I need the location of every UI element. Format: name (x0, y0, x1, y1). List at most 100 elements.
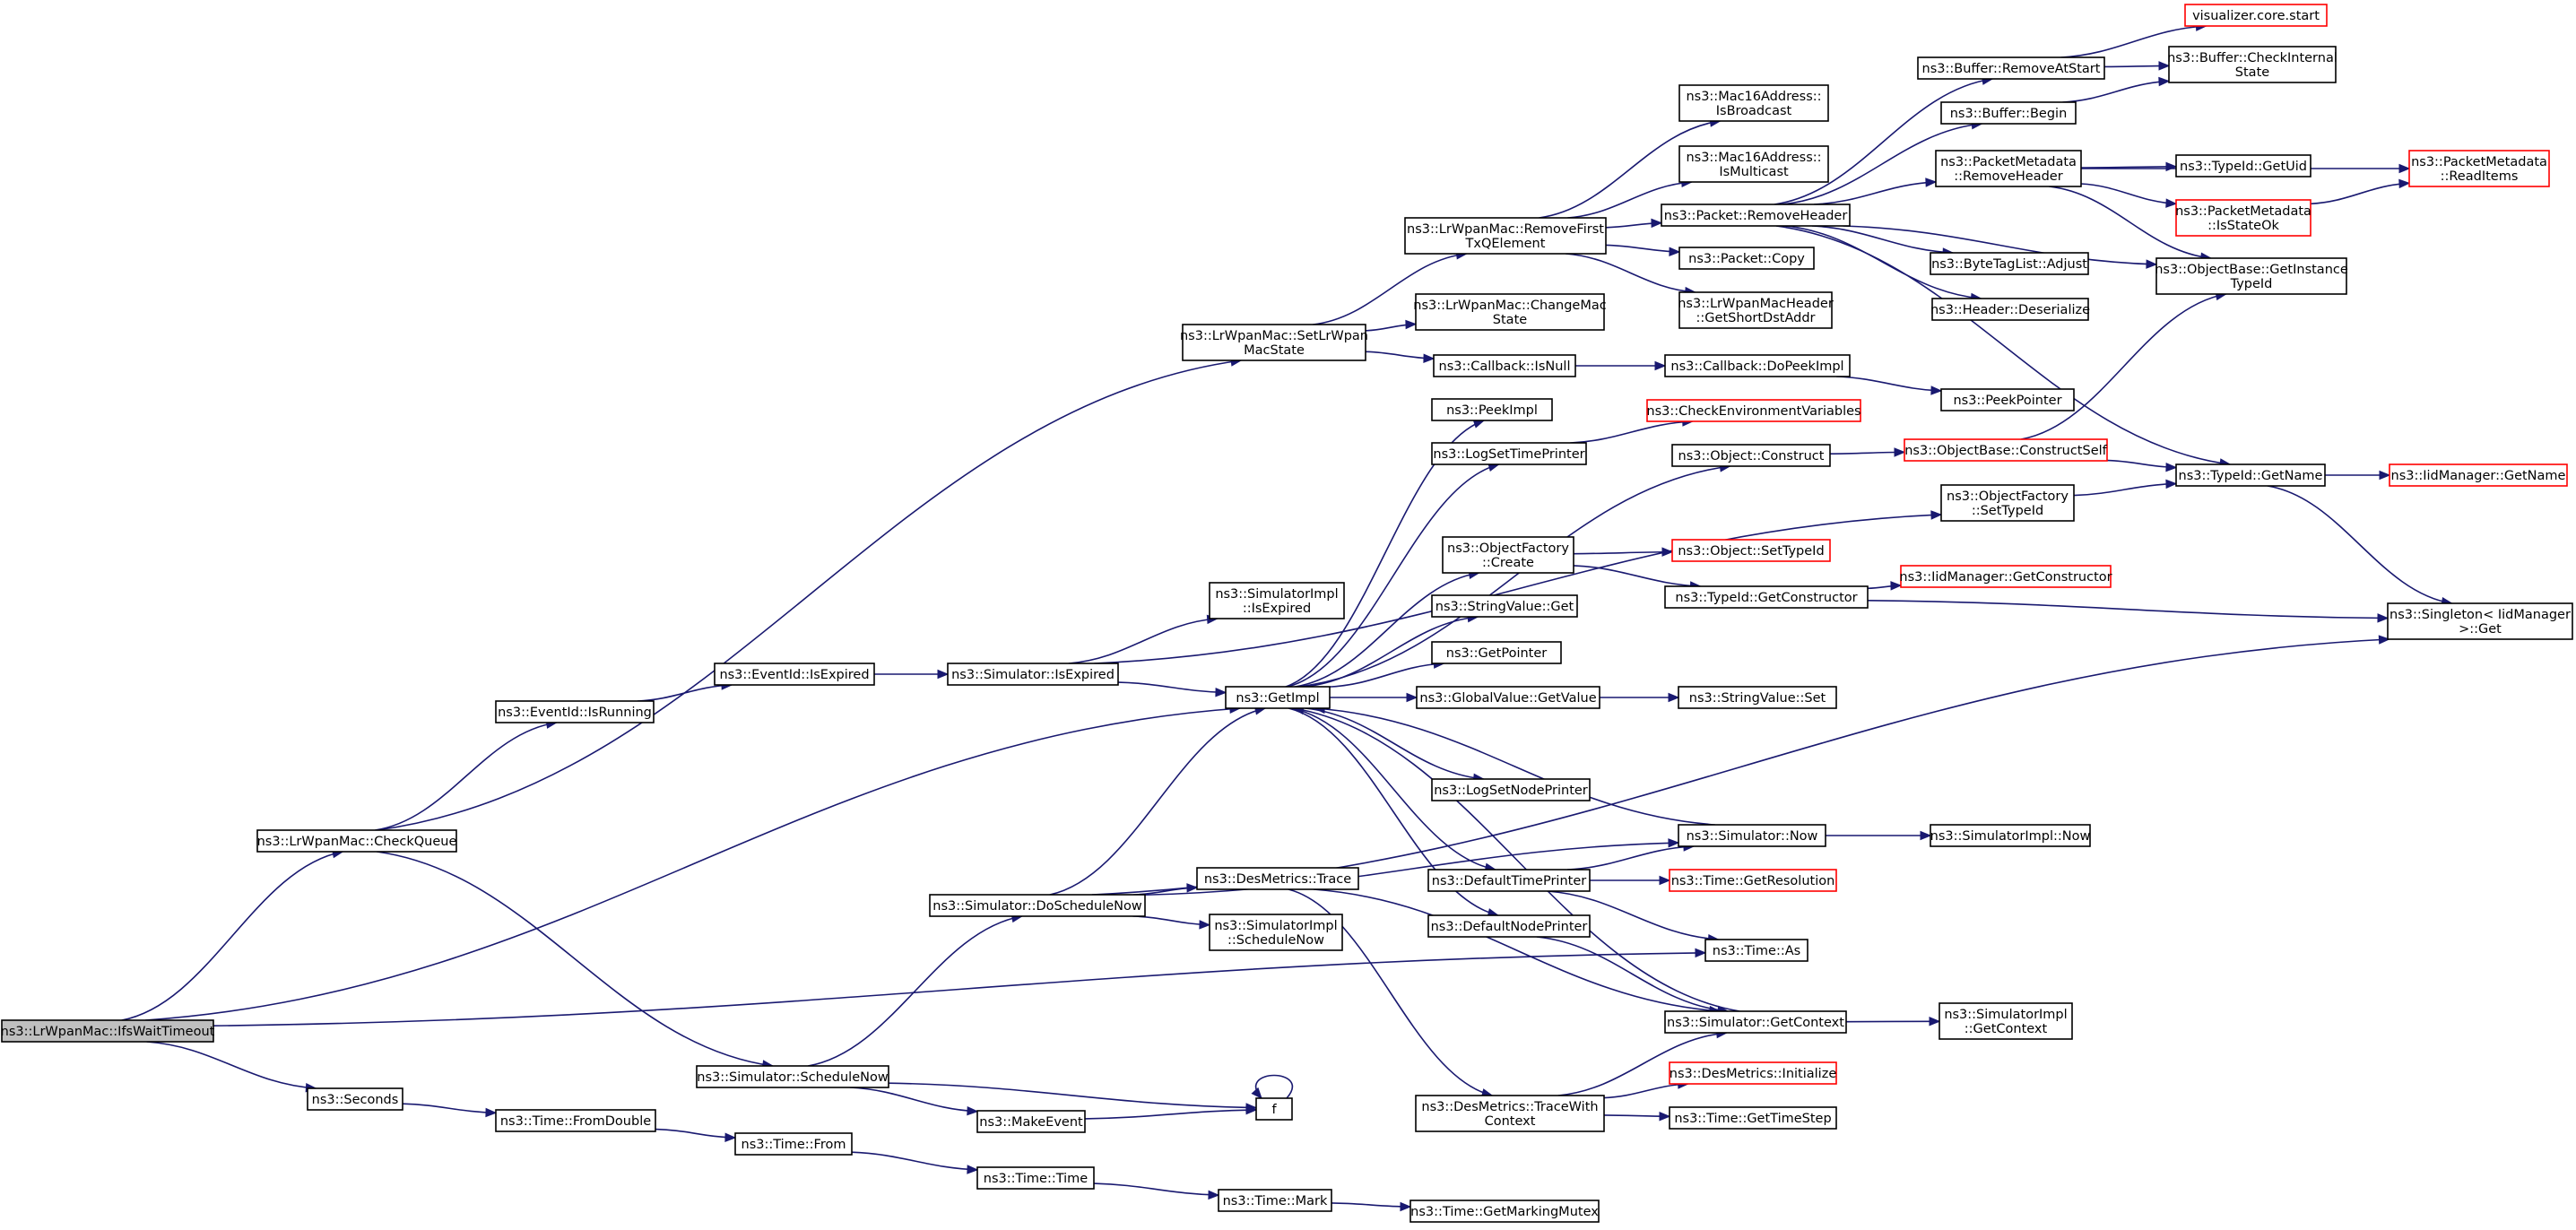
edge-checkqueue-to-schedulenow (377, 851, 775, 1070)
node-sim_isexpired[interactable]: ns3::Simulator::IsExpired (947, 663, 1119, 686)
node-gettimestep[interactable]: ns3::Time::GetTimeStep (1669, 1106, 1837, 1130)
node-globalvalue_getvalue[interactable]: ns3::GlobalValue::GetValue (1416, 686, 1600, 709)
node-schedulenow[interactable]: ns3::Simulator::ScheduleNow (696, 1065, 889, 1088)
node-checkqueue[interactable]: ns3::LrWpanMac::CheckQueue (256, 829, 457, 853)
node-visualizer[interactable]: visualizer.core.start (2184, 4, 2328, 27)
node-pm_removeheader[interactable]: ns3::PacketMetadata::RemoveHeader (1935, 150, 2082, 187)
node-box (1664, 585, 1869, 609)
edge-line (655, 1128, 736, 1139)
node-desmetrics_trace[interactable]: ns3::DesMetrics::Trace (1196, 867, 1359, 890)
node-checkenv[interactable]: ns3::CheckEnvironmentVariables (1646, 399, 1861, 422)
node-time[interactable]: ns3::Time::Time (976, 1166, 1095, 1190)
edge-sim_isexpired-to-objfactory_settypeid (1094, 510, 1943, 664)
node-mark[interactable]: ns3::Time::Mark (1218, 1189, 1332, 1212)
node-simimpl_schedulenow[interactable]: ns3::SimulatorImpl::ScheduleNow (1209, 914, 1343, 951)
node-bytetaglist_adjust[interactable]: ns3::ByteTagList::Adjust (1930, 252, 2089, 275)
edge-doschedulenow-to-simimpl_schedulenow (1132, 915, 1211, 930)
node-box (1931, 298, 2089, 321)
node-time_as[interactable]: ns3::Time::As (1704, 939, 1808, 962)
node-defaulttimeprinter[interactable]: ns3::DefaultTimePrinter (1427, 869, 1591, 892)
node-peekpointer[interactable]: ns3::PeekPointer (1940, 388, 2075, 411)
node-simimpl_getcontext[interactable]: ns3::SimulatorImpl::GetContext (1939, 1002, 2073, 1040)
node-isbroadcast[interactable]: ns3::Mac16Address::IsBroadcast (1678, 84, 1829, 122)
node-buffer_removeatstart[interactable]: ns3::Buffer::RemoveAtStart (1917, 56, 2105, 80)
node-box (2175, 154, 2311, 178)
edge-line (2267, 485, 2452, 604)
node-object_construct[interactable]: ns3::Object::Construct (1671, 444, 1831, 467)
node-desmetrics_init[interactable]: ns3::DesMetrics::Initialize (1669, 1061, 1837, 1085)
node-iidmanager_getname[interactable]: ns3::IidManager::GetName (2389, 463, 2568, 487)
node-box (1671, 444, 1831, 467)
node-isrunning[interactable]: ns3::EventId::IsRunning (495, 700, 655, 723)
edge-line (1603, 1083, 1688, 1099)
node-label: ns3::DesMetrics::Initialize (1670, 1067, 1837, 1081)
node-box (696, 1065, 889, 1088)
node-simimpl_isexpired[interactable]: ns3::SimulatorImpl::IsExpired (1209, 582, 1345, 619)
node-label: ::ScheduleNow (1227, 933, 1324, 948)
node-fromdouble[interactable]: ns3::Time::FromDouble (495, 1109, 656, 1132)
node-peekimpl[interactable]: ns3::PeekImpl (1431, 398, 1553, 421)
node-removeheader[interactable]: ns3::Packet::RemoveHeader (1661, 204, 1851, 227)
node-objfactory_settypeid[interactable]: ns3::ObjectFactory::SetTypeId (1940, 484, 2075, 522)
node-simimpl_now[interactable]: ns3::SimulatorImpl::Now (1930, 824, 2091, 847)
node-typeid_getname[interactable]: ns3::TypeId::GetName (2175, 463, 2326, 487)
node-iidmanager_getconstructor[interactable]: ns3::IidManager::GetConstructor (1899, 565, 2112, 588)
node-box (1209, 582, 1345, 619)
node-sim_now[interactable]: ns3::Simulator::Now (1678, 824, 1826, 847)
arrowhead-icon (1251, 1087, 1262, 1099)
node-object_settypeid[interactable]: ns3::Object::SetTypeId (1671, 539, 1831, 562)
node-getimpl[interactable]: ns3::GetImpl (1225, 686, 1331, 709)
node-sim_getcontext[interactable]: ns3::Simulator::GetContext (1664, 1010, 1847, 1034)
node-getpointer[interactable]: ns3::GetPointer (1431, 641, 1562, 664)
node-stringvalue_set[interactable]: ns3::StringValue::Set (1678, 686, 1837, 709)
node-doschedulenow[interactable]: ns3::Simulator::DoScheduleNow (929, 894, 1146, 917)
node-label: ns3::SimulatorImpl (1214, 919, 1337, 933)
node-singleton_get[interactable]: ns3::Singleton< IidManager>::Get (2387, 602, 2573, 640)
edge-time-to-mark (1093, 1182, 1220, 1200)
node-objfactory_create[interactable]: ns3::ObjectFactory::Create (1442, 536, 1574, 574)
node-defaultnodeprinter[interactable]: ns3::DefaultNodePrinter (1427, 914, 1591, 938)
node-typeid_getconstructor[interactable]: ns3::TypeId::GetConstructor (1664, 585, 1869, 609)
edge-setlrwpan-to-changemacstate (1365, 319, 1418, 332)
node-label: ::Create (1482, 556, 1534, 570)
node-buffer_begin[interactable]: ns3::Buffer::Begin (1940, 101, 2077, 125)
node-label: ns3::SimulatorImpl (1215, 587, 1338, 602)
node-constructself[interactable]: ns3::ObjectBase::ConstructSelf (1904, 438, 2108, 462)
node-box (1416, 686, 1600, 709)
node-pm_isstateok[interactable]: ns3::PacketMetadata::IsStateOk (2175, 199, 2311, 237)
node-pm_readitems[interactable]: ns3::PacketMetadata::ReadItems (2408, 150, 2550, 187)
node-label: f (1271, 1103, 1277, 1117)
node-label: ns3::DefaultTimePrinter (1432, 874, 1586, 888)
node-ifs[interactable]: ns3::LrWpanMac::IfsWaitTimeout (1, 1019, 215, 1043)
node-label: ns3::ObjectFactory (1947, 489, 2069, 504)
node-isnull[interactable]: ns3::Callback::IsNull (1433, 354, 1576, 377)
arrowhead-icon (1668, 838, 1680, 848)
node-typeid_getuid[interactable]: ns3::TypeId::GetUid (2175, 154, 2311, 178)
node-box (734, 1132, 853, 1156)
node-from[interactable]: ns3::Time::From (734, 1132, 853, 1156)
arrowhead-icon (1405, 319, 1418, 330)
node-stringvalue_get[interactable]: ns3::StringValue::Get (1431, 594, 1578, 618)
node-logsettimeprinter[interactable]: ns3::LogSetTimePrinter (1431, 442, 1587, 465)
node-getresolution[interactable]: ns3::Time::GetResolution (1669, 869, 1837, 892)
node-label: ns3::Time::FromDouble (500, 1114, 651, 1129)
node-getmarkingmutex[interactable]: ns3::Time::GetMarkingMutex (1409, 1200, 1600, 1223)
node-packet_copy[interactable]: ns3::Packet::Copy (1678, 247, 1815, 270)
node-f[interactable]: f (1255, 1097, 1293, 1121)
node-getshortdstaddr[interactable]: ns3::LrWpanMacHeader::GetShortDstAddr (1678, 291, 1834, 329)
node-box (1218, 1189, 1332, 1212)
node-seconds[interactable]: ns3::Seconds (307, 1087, 403, 1111)
node-header_deserialize[interactable]: ns3::Header::Deserialize (1930, 298, 2090, 321)
node-dopeekimpl[interactable]: ns3::Callback::DoPeekImpl (1664, 354, 1851, 377)
edge-line (2080, 166, 2177, 169)
node-logsetnodeprinter[interactable]: ns3::LogSetNodePrinter (1431, 778, 1591, 801)
node-ismulticast[interactable]: ns3::Mac16Address::IsMulticast (1678, 145, 1829, 183)
node-makeevent[interactable]: ns3::MakeEvent (976, 1110, 1086, 1133)
node-eid_isexpired[interactable]: ns3::EventId::IsExpired (714, 663, 875, 686)
